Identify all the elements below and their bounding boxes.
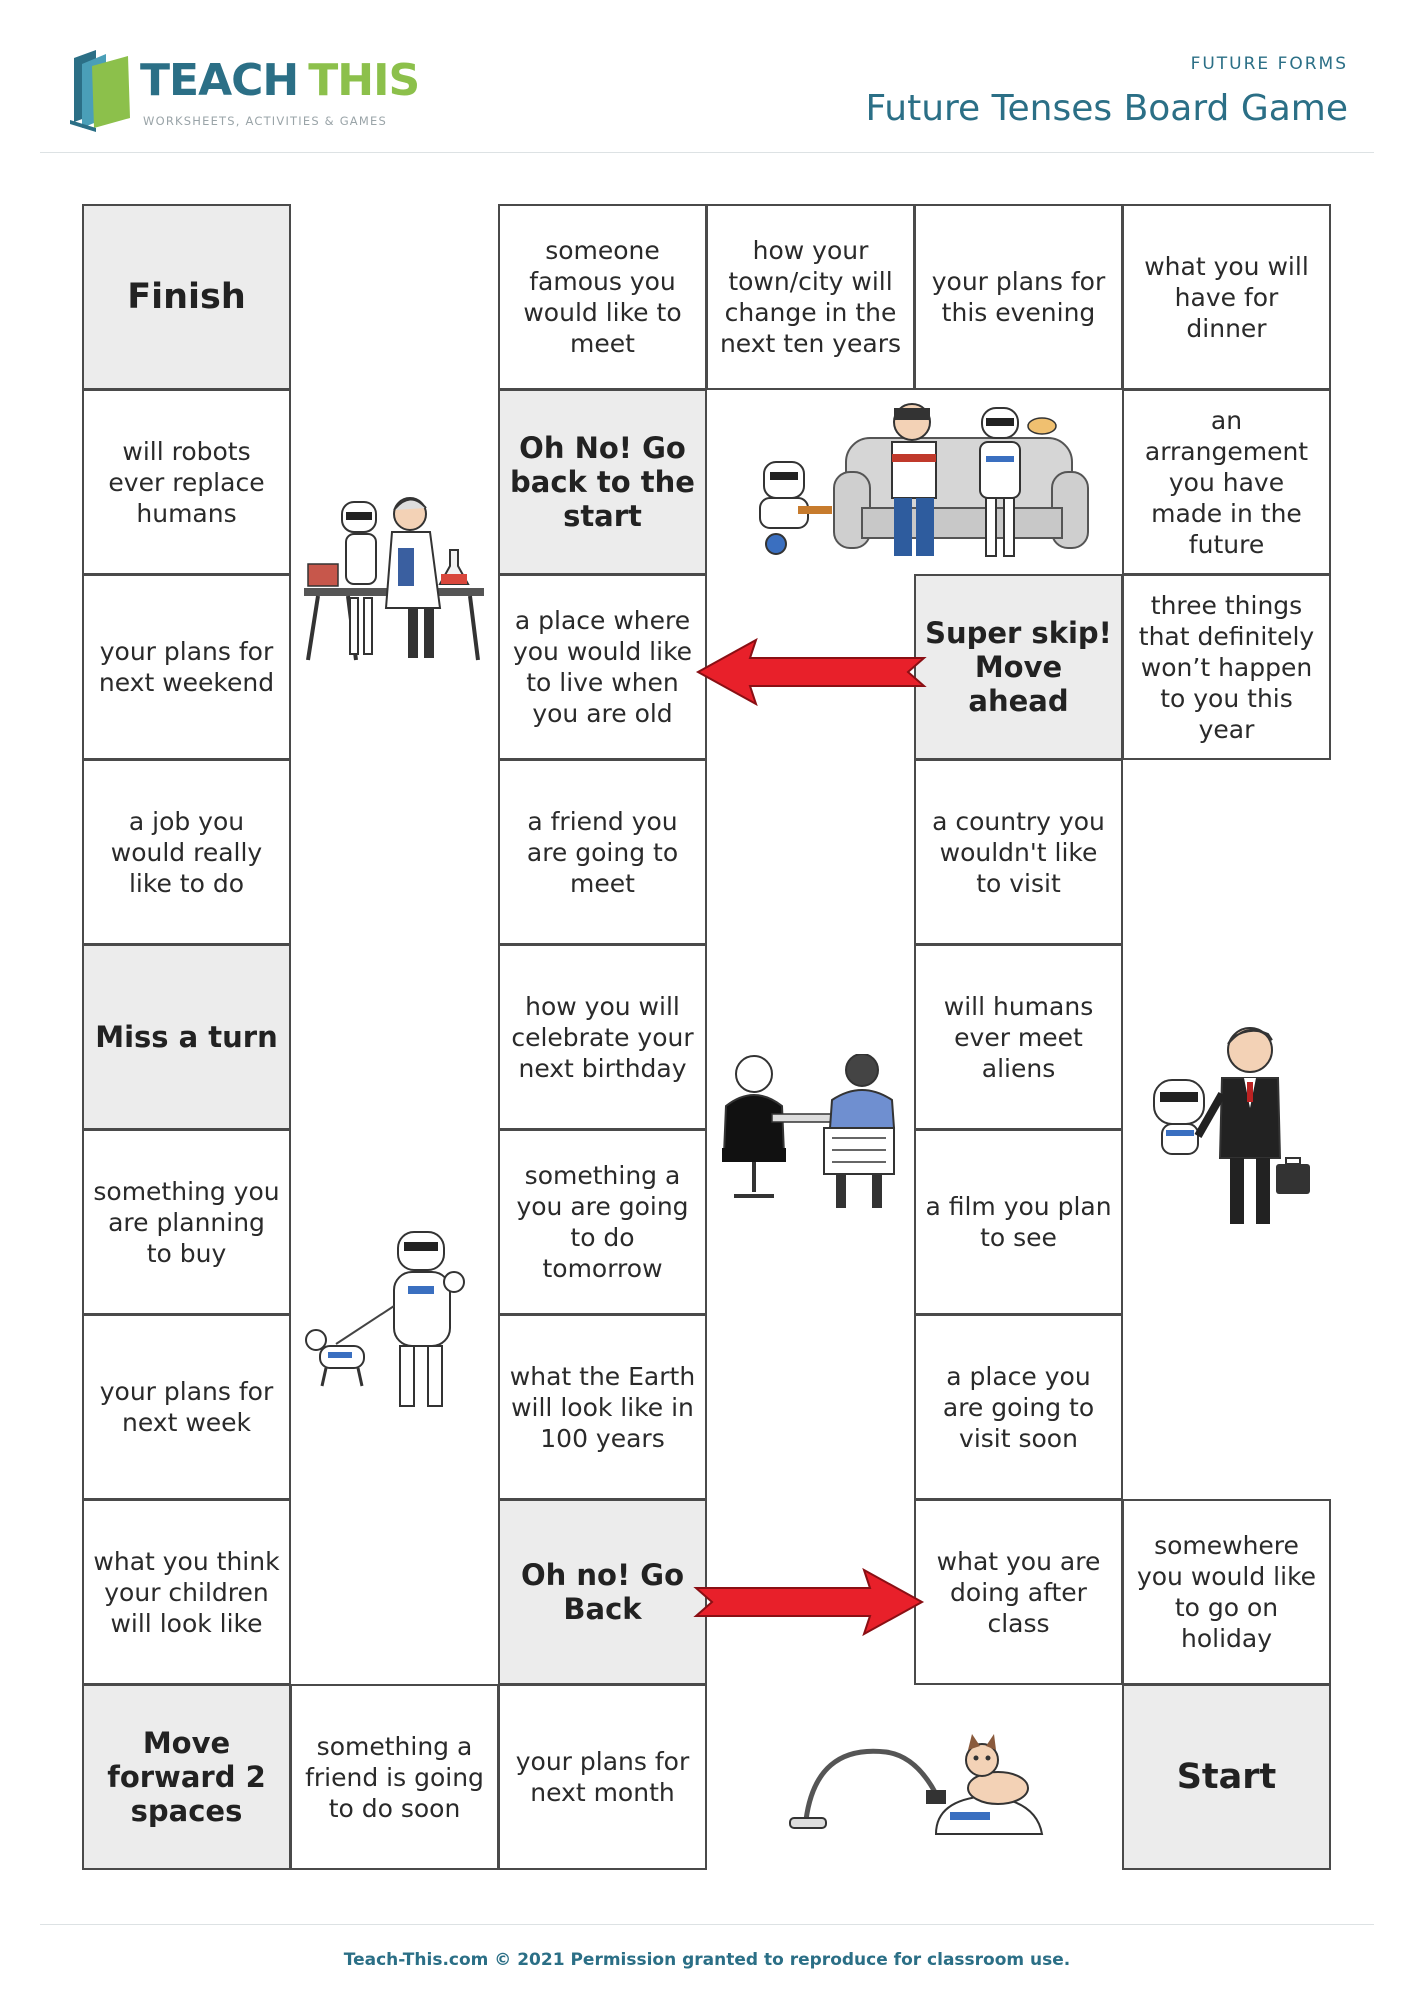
arrow-left-icon <box>695 637 927 707</box>
square-start[interactable]: Start <box>1122 1684 1331 1870</box>
logo-tagline: WORKSHEETS, ACTIVITIES & GAMES <box>143 114 387 128</box>
board-square[interactable]: a place where you would like to live whe… <box>498 574 707 760</box>
board-square[interactable]: something you are planning to buy <box>82 1129 291 1315</box>
board-square[interactable]: a place you are going to visit soon <box>914 1314 1123 1500</box>
board-square[interactable]: somewhere you would like to go on holida… <box>1122 1499 1331 1685</box>
board-square[interactable]: three things that definitely won’t happe… <box>1122 574 1331 760</box>
board-square[interactable]: something a friend is going to do soon <box>290 1684 499 1870</box>
board-square[interactable]: your plans for next weekend <box>82 574 291 760</box>
board-square[interactable]: what you are doing after class <box>914 1499 1123 1685</box>
board-square[interactable]: something a you are going to do tomorrow <box>498 1129 707 1315</box>
square-go-back[interactable]: Oh no! Go Back <box>498 1499 707 1685</box>
board-square[interactable]: a friend you are going to meet <box>498 759 707 945</box>
robot-scientist-illustration-icon <box>304 497 484 661</box>
square-miss-a-turn[interactable]: Miss a turn <box>82 944 291 1130</box>
header-divider <box>40 152 1374 153</box>
robot-walking-dog-illustration-icon <box>305 1231 465 1407</box>
board-square[interactable]: what the Earth will look like in 100 yea… <box>498 1314 707 1500</box>
worksheet-category: FUTURE FORMS <box>1190 54 1348 74</box>
page-title: Future Tenses Board Game <box>865 88 1348 129</box>
board-square[interactable]: will robots ever replace humans <box>82 389 291 575</box>
board-square[interactable]: a job you would really like to do <box>82 759 291 945</box>
robot-businessman-illustration-icon <box>1153 1027 1310 1224</box>
board-square[interactable]: what you will have for dinner <box>1122 204 1331 390</box>
students-at-desk-illustration-icon <box>722 1054 896 1208</box>
square-super-skip[interactable]: Super skip! Move ahead <box>914 574 1123 760</box>
cat-vacuum-illustration-icon <box>789 1734 1044 1835</box>
book-icon <box>70 50 130 132</box>
board-square[interactable]: your plans for this evening <box>914 204 1123 390</box>
board-square[interactable]: a film you plan to see <box>914 1129 1123 1315</box>
board-square[interactable]: how your town/city will change in the ne… <box>706 204 915 390</box>
board-square[interactable]: what you think your children will look l… <box>82 1499 291 1685</box>
logo-teach: TEACH <box>140 55 299 106</box>
board-square[interactable]: a country you wouldn't like to visit <box>914 759 1123 945</box>
arrow-right-icon <box>693 1567 925 1637</box>
board-square[interactable]: your plans for next week <box>82 1314 291 1500</box>
sofa-gamers-illustration-icon <box>759 403 1089 557</box>
header-titles: FUTURE FORMS Future Tenses Board Game <box>866 54 1348 129</box>
footer-divider <box>40 1924 1374 1925</box>
copyright-footer: Teach-This.com © 2021 Permission granted… <box>343 1950 1071 1970</box>
board-square[interactable]: your plans for next month <box>498 1684 707 1870</box>
square-finish[interactable]: Finish <box>82 204 291 390</box>
board-square[interactable]: an arrangement you have made in the futu… <box>1122 389 1331 575</box>
square-go-back-to-start[interactable]: Oh No! Go back to the start <box>498 389 707 575</box>
logo-this: THIS <box>308 55 420 106</box>
board-square[interactable]: someone famous you would like to meet <box>498 204 707 390</box>
board-square[interactable]: will humans ever meet aliens <box>914 944 1123 1130</box>
board-square[interactable]: how you will celebrate your next birthda… <box>498 944 707 1130</box>
square-move-forward[interactable]: Move forward 2 spaces <box>82 1684 291 1870</box>
